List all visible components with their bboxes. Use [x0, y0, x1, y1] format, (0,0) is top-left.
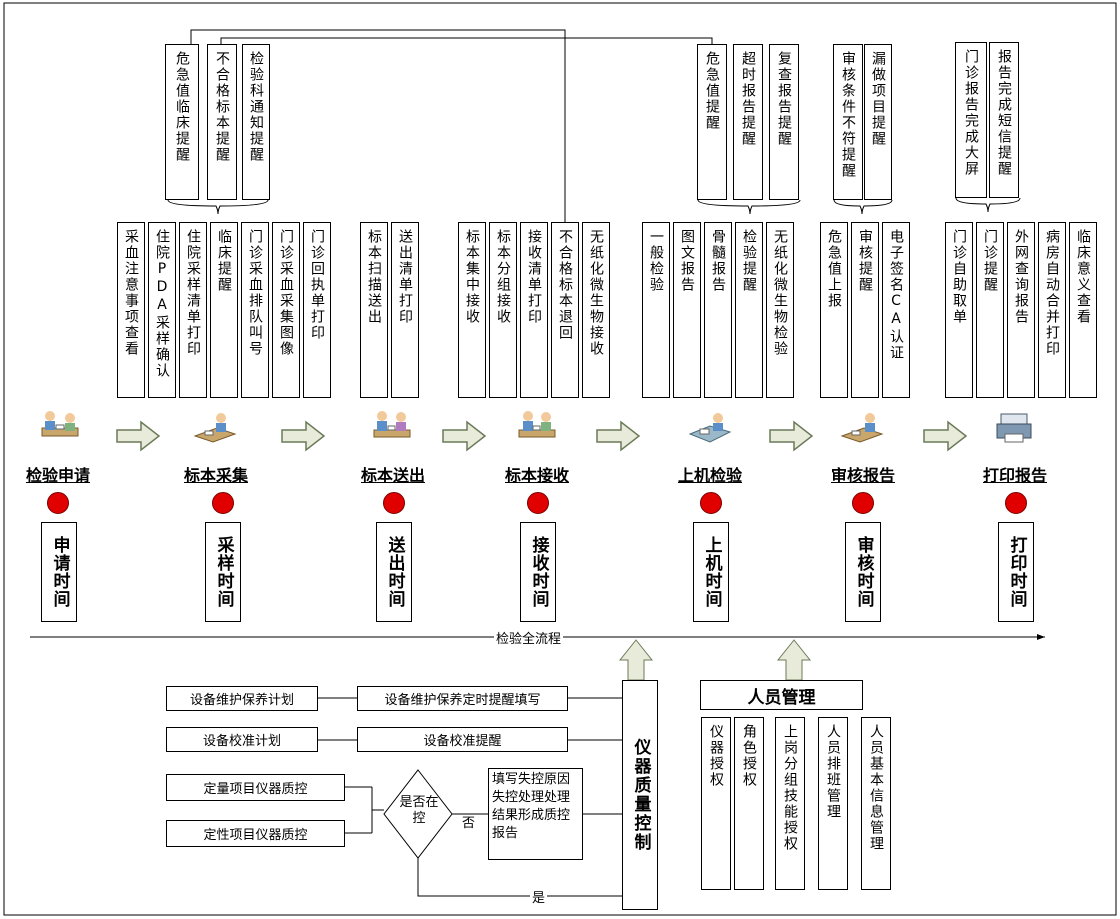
- feature-collect-4: 临床提醒: [210, 222, 238, 398]
- feature-receive-5: 无纸化微生物接收: [582, 222, 610, 398]
- stage-label-receive: 标本接收: [504, 466, 570, 485]
- feature-collect-6: 门诊采血采集图像: [272, 222, 300, 398]
- time-test: 上机时间: [693, 522, 729, 622]
- maintenance-reminder-box: 设备维护保养定时提醒填写: [357, 686, 568, 711]
- time-audit: 审核时间: [845, 522, 881, 622]
- calibration-reminder-box: 设备校准提醒: [357, 727, 568, 752]
- feature-audit-2: 审核提醒: [851, 222, 879, 398]
- feature-collect-7: 门诊回执单打印: [303, 222, 331, 398]
- feature-receive-1: 标本集中接收: [458, 222, 486, 398]
- time-receive: 接收时间: [520, 522, 556, 622]
- analyzer-desk-icon: [688, 413, 732, 443]
- stage-label-apply: 检验申请: [25, 466, 91, 485]
- out-of-control-action-box: 填写失控原因失控处理处理结果形成质控报告: [488, 768, 583, 860]
- time-apply: 申请时间: [41, 522, 77, 622]
- feature-print-3: 外网查询报告: [1007, 222, 1035, 398]
- stage-label-print: 打印报告: [982, 466, 1048, 485]
- feature-collect-3: 住院采样清单打印: [179, 222, 207, 398]
- feature-print-2: 门诊提醒: [976, 222, 1004, 398]
- stage-label-send: 标本送出: [360, 466, 426, 485]
- time-print: 打印时间: [998, 522, 1034, 622]
- stage-dot-collect: [212, 492, 234, 514]
- alert-audit-condition: 审核条件不符提醒: [833, 44, 863, 200]
- feature-print-1: 门诊自助取单: [945, 222, 973, 398]
- stage-label-audit: 审核报告: [830, 466, 896, 485]
- feature-test-5: 无纸化微生物检验: [766, 222, 794, 398]
- alert-recheck-report: 复查报告提醒: [769, 44, 799, 200]
- feature-send-2: 送出清单打印: [391, 222, 419, 398]
- instrument-quality-control-box: 仪器质量控制: [622, 680, 658, 910]
- feature-test-2: 图文报告: [673, 222, 701, 398]
- alert-critical-clinical: 危急值临床提醒: [165, 44, 199, 200]
- reviewer-desk-icon: [840, 413, 884, 443]
- time-send: 送出时间: [376, 522, 412, 622]
- decision-label: 是否在控: [399, 795, 439, 826]
- no-label: 否: [462, 816, 476, 831]
- courier-icon: [373, 411, 411, 438]
- stage-dot-send: [383, 492, 405, 514]
- feature-collect-2: 住院PDA采样确认: [148, 222, 176, 398]
- feature-receive-2: 标本分组接收: [489, 222, 517, 398]
- quantitative-qc-box: 定量项目仪器质控: [166, 774, 345, 801]
- hr-item-schedule: 人员排班管理: [818, 717, 848, 890]
- feature-audit-3: 电子签名CA认证: [882, 222, 910, 398]
- feature-test-4: 检验提醒: [735, 222, 763, 398]
- hr-item-instrument-auth: 仪器授权: [701, 717, 731, 890]
- time-collect: 采样时间: [205, 522, 241, 622]
- alert-missing-item: 漏做项目提醒: [864, 44, 892, 200]
- stage-dot-apply: [47, 492, 69, 514]
- feature-collect-1: 采血注意事项查看: [117, 222, 145, 398]
- alert-overdue-report: 超时报告提醒: [733, 44, 763, 200]
- printer-icon: [996, 413, 1032, 443]
- feature-audit-1: 危急值上报: [820, 222, 848, 398]
- alert-critical-value: 危急值提醒: [697, 44, 727, 200]
- feature-receive-4: 不合格标本退回: [551, 222, 579, 398]
- qualitative-qc-box: 定性项目仪器质控: [166, 820, 345, 847]
- lab-staff-icon: [518, 411, 556, 438]
- stage-dot-test: [700, 492, 722, 514]
- feature-test-3: 骨髓报告: [704, 222, 732, 398]
- calibration-plan-box: 设备校准计划: [166, 727, 318, 752]
- feature-receive-3: 接收清单打印: [520, 222, 548, 398]
- alert-lab-notice: 检验科通知提醒: [242, 44, 270, 200]
- feature-print-5: 临床意义查看: [1069, 222, 1097, 398]
- alert-sms: 报告完成短信提醒: [989, 42, 1019, 198]
- doctor-patient-icon: [41, 411, 79, 437]
- feature-print-4: 病房自动合并打印: [1038, 222, 1066, 398]
- nurse-desk-icon: [193, 413, 237, 443]
- stage-label-test: 上机检验: [677, 466, 743, 485]
- hr-item-skill-auth: 上岗分组技能授权: [775, 717, 805, 890]
- hr-management-title: 人员管理: [700, 680, 863, 710]
- yes-label: 是: [530, 887, 548, 906]
- feature-test-1: 一般检验: [642, 222, 670, 398]
- stage-dot-audit: [852, 492, 874, 514]
- hr-item-basic-info: 人员基本信息管理: [861, 717, 891, 890]
- stage-label-collect: 标本采集: [183, 466, 249, 485]
- hr-item-role-auth: 角色授权: [734, 717, 764, 890]
- alert-outpatient-screen: 门诊报告完成大屏: [955, 42, 987, 198]
- feature-collect-5: 门诊采血排队叫号: [241, 222, 269, 398]
- stage-dot-receive: [527, 492, 549, 514]
- feature-send-1: 标本扫描送出: [360, 222, 388, 398]
- alert-unqualified-specimen: 不合格标本提醒: [207, 44, 237, 200]
- timeline-label: 检验全流程: [494, 628, 564, 647]
- maintenance-plan-box: 设备维护保养计划: [166, 686, 318, 711]
- stage-dot-print: [1005, 492, 1027, 514]
